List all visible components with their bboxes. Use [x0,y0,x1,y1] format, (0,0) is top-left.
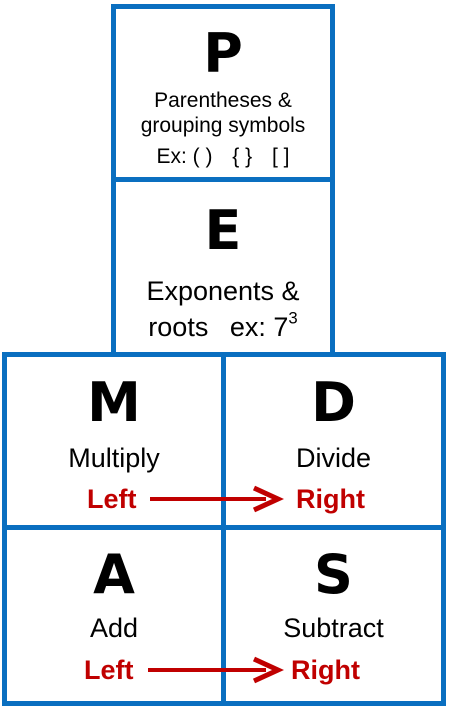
as-left-label: Left [84,655,134,685]
p-box: P Parentheses & grouping symbols Ex: ( )… [111,4,335,182]
m-letter: M [87,371,141,434]
s-box: S Subtract [221,525,446,706]
p-description-line1: Parentheses & [154,89,292,112]
p-example-braces: { } [232,145,253,168]
p-examples: Ex: ( ) { } [ ] [116,146,330,167]
a-description: Add [89,613,139,643]
as-right-arrow-icon [148,656,285,684]
md-left-label: Left [87,484,137,514]
e-description-line2: roots ex: 73 [116,310,330,342]
p-description-line2: grouping symbols [140,114,306,137]
e-box: E Exponents & roots ex: 73 [111,177,335,358]
e-description-line1: Exponents & [146,276,300,306]
e-letter: E [204,199,242,262]
m-description: Multiply [68,443,160,473]
p-letter: P [203,22,243,85]
p-example-parentheses: Ex: ( ) [156,145,213,168]
s-letter: S [314,543,353,606]
m-box: M Multiply [2,352,226,530]
md-right-arrow-icon [150,485,285,513]
as-right-label: Right [291,655,360,685]
a-box: A Add [2,525,226,706]
d-letter: D [311,371,356,434]
md-arrow-head [252,485,285,513]
e-roots-label: roots [148,312,209,342]
p-example-brackets: [ ] [272,145,290,168]
e-example: ex: 73 [229,310,298,342]
e-example-label: ex: 7 [229,312,289,342]
md-right-label: Right [296,484,365,514]
d-description: Divide [295,443,372,473]
a-letter: A [93,543,135,606]
as-arrow-head [252,656,285,684]
e-example-exponent: 3 [288,308,298,328]
s-description: Subtract [283,613,384,643]
